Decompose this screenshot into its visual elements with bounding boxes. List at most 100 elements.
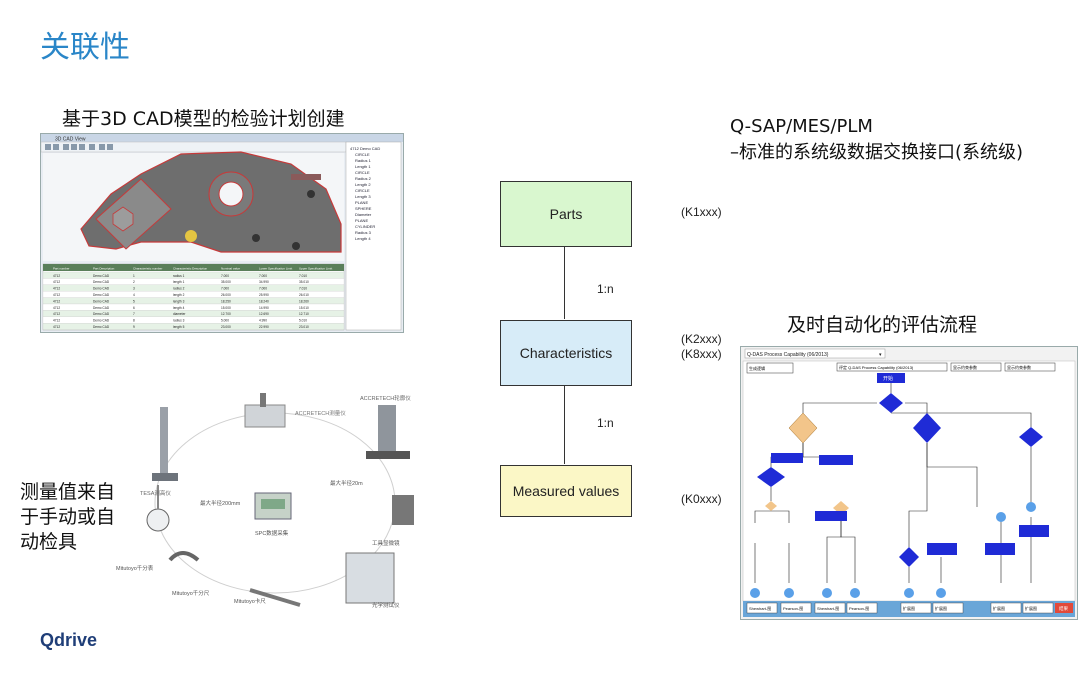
tree-item: CIRCLE — [355, 152, 370, 157]
table-cell: Demo CAD — [93, 312, 110, 316]
table-header-cell: Characteristic number — [133, 267, 162, 271]
connector-line-1 — [564, 246, 565, 319]
table-cell: 4712 — [53, 319, 60, 323]
table-cell: length 1 — [173, 280, 185, 284]
relation-label-1: 1:n — [597, 282, 614, 296]
table-cell: 9 — [133, 325, 135, 329]
table-cell: 2 — [133, 280, 135, 284]
table-cell: 4712 — [53, 274, 60, 278]
table-cell: 22.990 — [259, 325, 269, 329]
characteristics-codes: (K2xxx) (K8xxx) — [681, 332, 722, 362]
chevron-down-icon: ▾ — [879, 352, 882, 358]
table-cell: Demo CAD — [93, 274, 110, 278]
caption-line-3: 动检具 — [20, 531, 78, 553]
connector-node — [1026, 502, 1036, 512]
table-cell: 7.000 — [221, 274, 229, 278]
interface-caption-line-2: –标准的系统级数据交换接口(系统级) — [730, 142, 1024, 163]
strategy-dropdown — [744, 348, 886, 359]
start-node — [877, 373, 905, 383]
measured-values-box: Measured values — [500, 465, 632, 517]
output-chart-label: 扩展图 — [935, 605, 947, 611]
table-cell: 23.000 — [221, 325, 231, 329]
output-chart-button[interactable] — [780, 602, 812, 614]
parts-box: Parts — [500, 181, 632, 247]
table-header-cell: Part Description — [93, 267, 115, 271]
tree-item: Length 3 — [355, 194, 371, 199]
instrument-label: TESA测高仪 — [140, 489, 171, 497]
table-cell: 18.250 — [221, 299, 231, 303]
table-cell: 4712 — [53, 325, 60, 329]
output-chart-button[interactable] — [900, 602, 932, 614]
terminal-nodes — [750, 588, 946, 598]
table-cell: 34.990 — [259, 280, 269, 284]
dial-indicator-icon — [146, 508, 170, 532]
output-chart-label: Pearson-图 — [849, 605, 869, 611]
decision-node — [913, 413, 941, 443]
table-cell: 4712 — [53, 299, 60, 303]
output-chart-label: 扩展图 — [903, 605, 915, 611]
page-title: 关联性 — [40, 30, 130, 65]
table-row — [42, 323, 345, 330]
output-chart-button[interactable] — [814, 602, 846, 614]
decision-node — [879, 393, 903, 413]
output-chart-button[interactable] — [1022, 602, 1054, 614]
table-header-cell: Part number — [53, 267, 70, 271]
decision-node — [757, 467, 785, 487]
table-cell: 4712 — [53, 306, 60, 310]
table-cell: 1 — [133, 274, 135, 278]
table-cell: 4712 — [53, 280, 60, 284]
evaluation-flow-window: Q-DAS Process Capability (06/2013) ▾ 生成逻… — [740, 346, 1078, 620]
manual-gauge-caption: 测量值来自 于手动或自 动检具 — [20, 480, 115, 555]
process-node — [1019, 525, 1049, 537]
instrument-label: 光学测试仪 — [372, 601, 400, 609]
table-header-cell: Characteristic Description — [173, 267, 208, 271]
table-cell: 5.000 — [221, 319, 229, 323]
table-cell: Demo CAD — [93, 293, 110, 297]
table-cell: radius 1 — [173, 274, 185, 278]
table-cell: 4712 — [53, 287, 60, 291]
tree-item: CYLINDER — [355, 224, 375, 229]
table-cell: 4712 — [53, 312, 60, 316]
table-cell: radius 3 — [173, 319, 185, 323]
dropdown-label: Q-DAS Process Capability (06/2013) — [747, 352, 829, 358]
table-cell: 6 — [133, 306, 135, 310]
table-header — [43, 264, 344, 271]
tree-item: SPHERE — [355, 206, 372, 211]
microscope-icon — [392, 495, 414, 525]
tree-item: Diameter — [355, 212, 372, 217]
caliper-icon — [249, 588, 301, 607]
parts-label: Parts — [549, 206, 583, 222]
table-cell: Demo CAD — [93, 325, 110, 329]
height-gauge-icon — [160, 407, 168, 477]
output-chart-button[interactable] — [932, 602, 964, 614]
parts-code: (K1xxx) — [681, 205, 722, 219]
output-chart-label: 扩展图 — [993, 605, 1005, 611]
instrument-label: Mitutoyo卡尺 — [234, 597, 266, 605]
tree-item: Length 4 — [355, 236, 371, 241]
table-cell: 12.700 — [221, 312, 231, 316]
side-label-4: 显示约束参数 — [1007, 364, 1031, 370]
tree-item: Length 1 — [355, 164, 371, 169]
table-cell: 23.010 — [299, 325, 309, 329]
table-cell: Demo CAD — [93, 287, 110, 291]
process-node — [815, 511, 847, 521]
decision-node — [765, 501, 777, 511]
end-label: 结果 — [1059, 605, 1068, 612]
table-cell: 7.010 — [299, 287, 307, 291]
process-node — [927, 543, 957, 555]
output-chart-button[interactable] — [990, 602, 1022, 614]
table-cell: 15.000 — [221, 306, 231, 310]
table-cell: 5 — [133, 299, 135, 303]
tree-item: 4712 Demo CAD — [350, 146, 380, 151]
output-chart-button[interactable] — [746, 602, 778, 614]
caption-line-2: 于手动或自 — [20, 506, 116, 528]
side-label-1: 生成逻辑 — [749, 365, 765, 371]
interface-caption: Q-SAP/MES/PLM –标准的系统级数据交换接口(系统级) — [730, 114, 1023, 166]
table-cell: Demo CAD — [93, 299, 110, 303]
measuring-station-icon — [244, 404, 286, 428]
table-cell: 3 — [133, 287, 135, 291]
output-chart-button[interactable] — [846, 602, 878, 614]
instrument-label: 最大半径20m — [330, 479, 363, 487]
characteristics-code-2: (K8xxx) — [681, 347, 722, 361]
